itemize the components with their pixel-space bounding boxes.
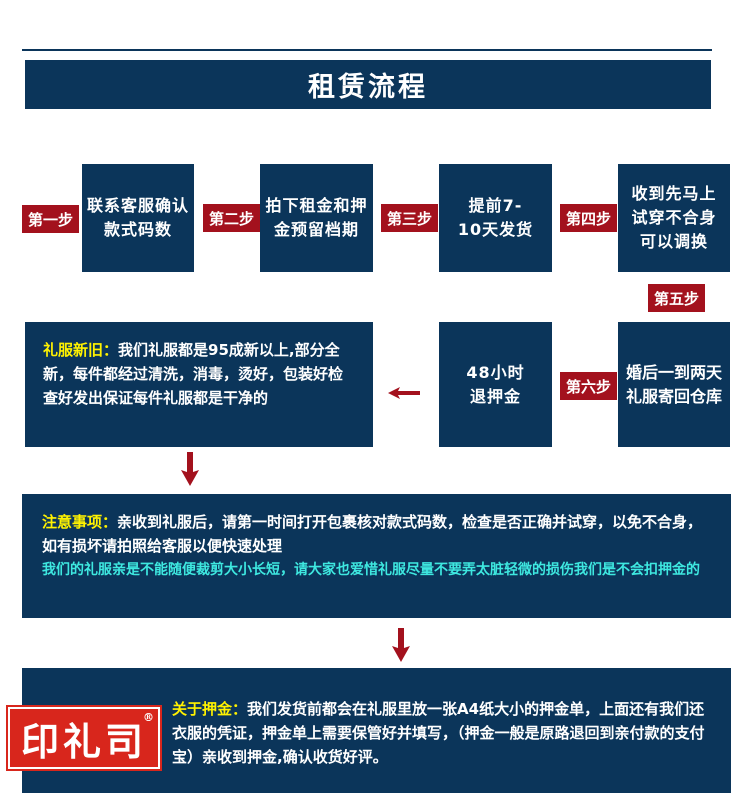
- condition-heading: 礼服新旧：: [43, 341, 119, 359]
- notice-box: 注意事项：亲收到礼服后，请第一时间打开包裹核对款式码数，检查是否正确并试穿，以免…: [22, 494, 731, 618]
- condition-box: 礼服新旧：我们礼服都是95成新以上,部分全新，每件都经过清洗，消毒，烫好，包装好…: [25, 322, 373, 447]
- registered-mark: ®: [143, 711, 154, 724]
- step-3-label: 第三步: [381, 204, 438, 232]
- deposit-body: 我们发货前都会在礼服里放一张A4纸大小的押金单，上面还有我们还衣服的凭证，押金单…: [172, 699, 705, 766]
- logo-text: 印礼司: [20, 718, 147, 764]
- step-5-box: 婚后一到两天礼服寄回仓库: [618, 322, 730, 447]
- arrow-down-icon: [181, 452, 199, 486]
- step-6-box: 48小时退押金: [439, 322, 552, 447]
- notice-note: 我们的礼服亲是不能随便裁剪大小长短，请大家也爱惜礼服尽量不要弄太脏轻微的损伤我们…: [42, 562, 700, 578]
- arrow-left-icon: [388, 387, 420, 399]
- step-3-box: 提前7-10天发货: [439, 164, 552, 272]
- step-1-label: 第一步: [22, 205, 79, 233]
- notice-body: 亲收到礼服后，请第一时间打开包裹核对款式码数，检查是否正确并试穿，以免不合身，如…: [42, 513, 703, 555]
- step-5-label: 第五步: [648, 284, 705, 312]
- page-title: 租赁流程: [25, 60, 711, 109]
- brand-logo: 印礼司®: [8, 707, 160, 769]
- notice-heading: 注意事项：: [42, 513, 118, 531]
- top-divider: [22, 49, 712, 51]
- deposit-heading: 关于押金：: [172, 699, 248, 718]
- step-4-label: 第四步: [560, 204, 617, 232]
- step-2-label: 第二步: [203, 204, 260, 232]
- step-4-box: 收到先马上试穿不合身可以调换: [618, 164, 730, 272]
- condition-body: 我们礼服都是95成新以上,部分全新，每件都经过清洗，消毒，烫好，包装好检查好发出…: [43, 341, 344, 407]
- step-6-label: 第六步: [560, 372, 617, 400]
- arrow-down-icon: [392, 628, 410, 662]
- step-1-box: 联系客服确认款式码数: [82, 164, 194, 272]
- step-2-box: 拍下租金和押金预留档期: [260, 164, 373, 272]
